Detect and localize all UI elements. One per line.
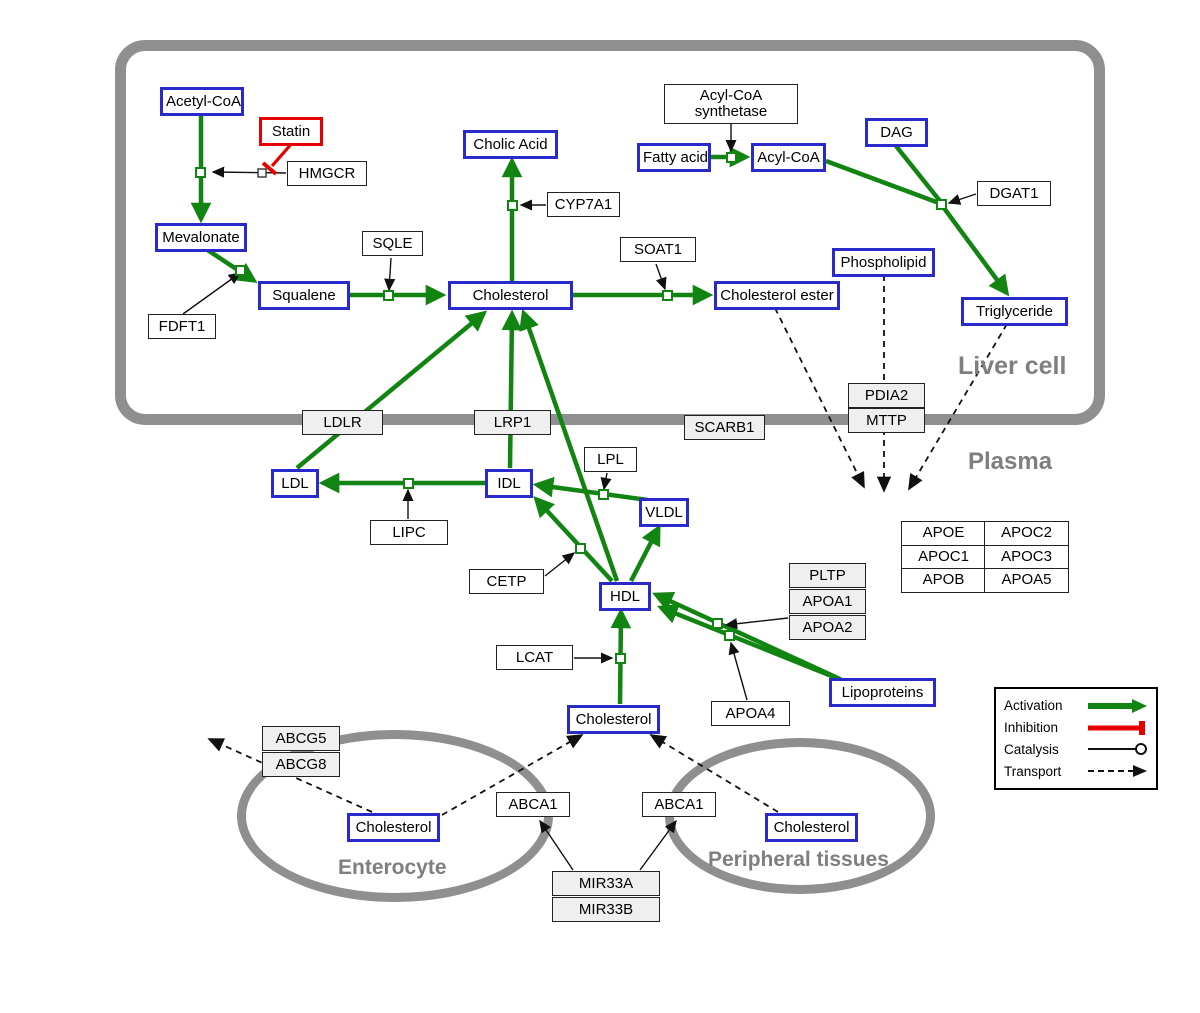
enterocyte-label: Enterocyte [338,856,447,879]
transport-dashed-arrow-icon [1088,765,1147,778]
node-lpl[interactable]: LPL [584,447,637,472]
legend-activation-label: Activation [1004,698,1063,714]
node-cholic-acid[interactable]: Cholic Acid [463,130,558,159]
activation-edge-vldl-idl [532,476,649,503]
node-cyp7a1[interactable]: CYP7A1 [547,192,620,217]
apo-cell[interactable]: APOB [901,568,986,594]
node-hmgcr[interactable]: HMGCR [287,161,367,186]
reaction-node-lipc [403,478,414,489]
reaction-node-apoa4 [724,630,735,641]
liver-cell-label: Liver cell [958,352,1067,380]
node-scarb1[interactable]: SCARB1 [684,415,765,440]
legend-transport-label: Transport [1004,763,1062,779]
catalysis-edge-lpl [600,472,612,491]
legend: Activation Inhibition Catalysis Transpor… [994,687,1158,790]
apo-cell[interactable]: APOE [901,521,986,547]
node-cetp[interactable]: CETP [469,569,544,594]
node-apoa1[interactable]: APOA1 [789,589,866,614]
node-apoa4[interactable]: APOA4 [711,701,790,726]
reaction-node-lcat [615,653,626,664]
activation-edge-hdl-vldl [629,524,661,583]
node-soat1[interactable]: SOAT1 [620,237,696,262]
reaction-node-cetp [575,543,586,554]
node-cholesterol-plasma[interactable]: Cholesterol [567,705,660,734]
node-fatty-acid[interactable]: Fatty acid [637,143,711,172]
node-ldl[interactable]: LDL [271,469,319,498]
node-squalene[interactable]: Squalene [258,281,350,310]
legend-row-inhibition: Inhibition [1004,717,1148,739]
node-fdft1[interactable]: FDFT1 [148,314,216,339]
node-lipc[interactable]: LIPC [370,520,448,545]
legend-catalysis-label: Catalysis [1004,741,1059,757]
node-abcg8[interactable]: ABCG8 [262,752,340,777]
legend-row-catalysis: Catalysis [1004,739,1148,761]
node-sqle[interactable]: SQLE [362,231,423,256]
node-mttp[interactable]: MTTP [848,408,925,433]
legend-inhibition-label: Inhibition [1004,720,1059,736]
plasma-label: Plasma [968,448,1053,475]
apolipoprotein-table: APOE APOC2 APOC1 APOC3 APOB APOA5 [901,521,1069,594]
node-abcg5[interactable]: ABCG5 [262,726,340,751]
node-pdia2[interactable]: PDIA2 [848,383,925,408]
inhibition-tbar-icon [1088,720,1145,735]
node-abca1-left[interactable]: ABCA1 [496,792,570,817]
node-mir33b[interactable]: MIR33B [552,897,660,922]
reaction-node-lpl [598,489,609,500]
reaction-node-apoa-stack [712,618,723,629]
node-triglyceride[interactable]: Triglyceride [961,297,1068,326]
node-statin[interactable]: Statin [259,117,323,146]
node-lipoproteins[interactable]: Lipoproteins [829,678,936,707]
node-idl[interactable]: IDL [485,469,533,498]
node-acetyl-coa[interactable]: Acetyl-CoA [160,87,244,116]
apo-cell[interactable]: APOC3 [984,544,1069,570]
node-dag[interactable]: DAG [865,118,928,147]
node-pltp[interactable]: PLTP [789,563,866,588]
node-hdl[interactable]: HDL [599,582,651,611]
node-cholesterol-peripheral[interactable]: Cholesterol [765,813,858,842]
apo-cell[interactable]: APOC2 [984,521,1069,547]
node-cholesterol-ester[interactable]: Cholesterol ester [714,281,840,310]
node-mir33a[interactable]: MIR33A [552,871,660,896]
node-apoa2[interactable]: APOA2 [789,615,866,640]
liver-cell-membrane [115,40,1105,425]
catalysis-edge-cetp [544,552,576,577]
catalysis-circle-icon [1088,743,1147,756]
node-lrp1[interactable]: LRP1 [474,410,551,435]
node-lcat[interactable]: LCAT [496,645,573,670]
node-cholesterol-enterocyte[interactable]: Cholesterol [347,813,440,842]
node-acyl-coa[interactable]: Acyl-CoA [751,143,826,172]
activation-arrow-icon [1088,698,1147,713]
legend-row-transport: Transport [1004,760,1148,782]
node-cholesterol-liver[interactable]: Cholesterol [448,281,573,310]
catalysis-edge-apoa4 [728,641,748,701]
activation-edge-hdl-idl [533,496,614,583]
node-vldl[interactable]: VLDL [639,498,689,527]
activation-edge-plasmacholesterol-hdl [610,607,632,705]
node-mevalonate[interactable]: Mevalonate [155,223,247,252]
peripheral-tissues-label: Peripheral tissues [708,848,889,871]
node-abca1-right[interactable]: ABCA1 [642,792,716,817]
node-phospholipid[interactable]: Phospholipid [832,248,935,277]
legend-row-activation: Activation [1004,695,1148,717]
apo-cell[interactable]: APOA5 [984,568,1069,594]
node-acyl-coa-synthetase[interactable]: Acyl-CoA synthetase [664,84,798,124]
node-dgat1[interactable]: DGAT1 [977,181,1051,206]
apo-cell[interactable]: APOC1 [901,544,986,570]
node-ldlr[interactable]: LDLR [302,410,383,435]
catalysis-edge-apoa-stack [724,617,789,630]
